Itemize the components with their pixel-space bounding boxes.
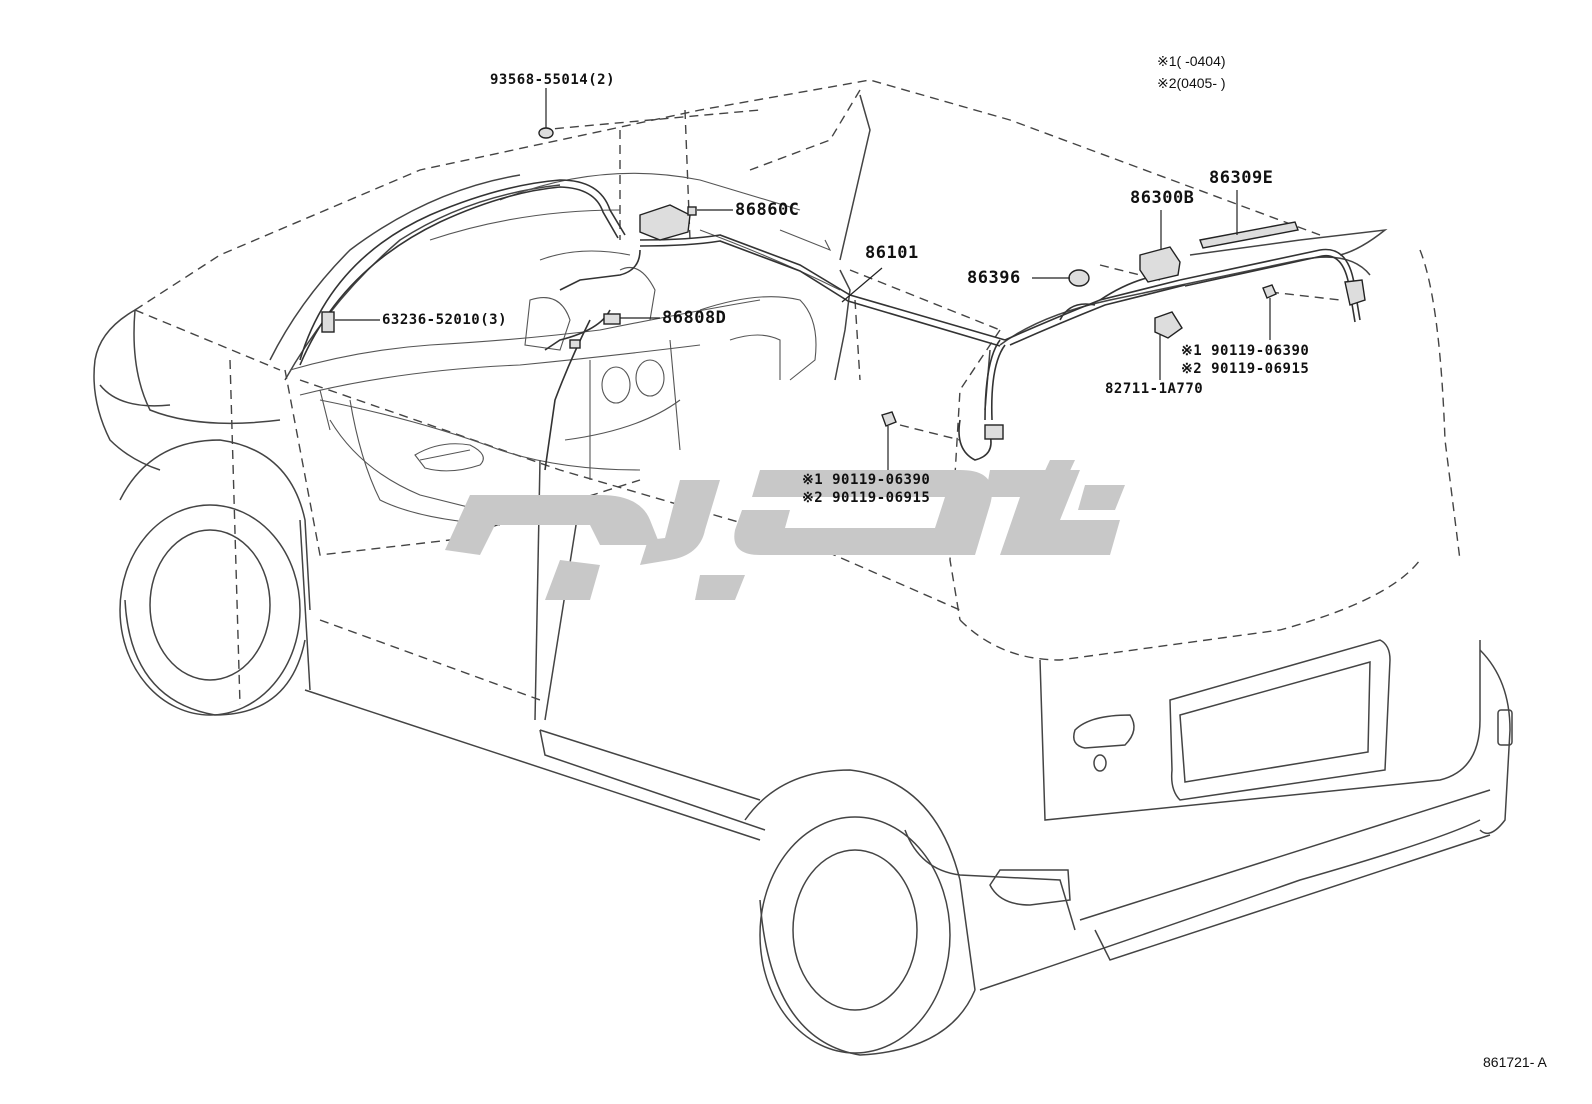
components [321, 127, 1366, 440]
part-label-86300b[interactable]: 86300B [1130, 188, 1195, 208]
part-label-86309e[interactable]: 86309E [1209, 168, 1274, 188]
amplifier-86860c-part [639, 204, 691, 241]
amplifier-connector-part [687, 206, 697, 216]
antenna-base-86300b-part [1139, 246, 1181, 283]
legend-line-2: ※2(0405- ) [1157, 75, 1226, 91]
antenna-rod-86309e-part [1199, 221, 1299, 249]
connector-small-part [569, 339, 581, 349]
part-label-93568[interactable]: 93568-55014(2) [490, 72, 616, 88]
part-label-mid-bolt-2[interactable]: ※2 90119-06915 [802, 490, 931, 506]
part-label-right-bolt-1[interactable]: ※1 90119-06390 [1181, 343, 1310, 359]
part-label-86860c[interactable]: 86860C [735, 200, 800, 220]
part-label-63236[interactable]: 63236-52010(3) [382, 312, 508, 328]
part-label-86396[interactable]: 86396 [967, 268, 1021, 288]
connector-82711-part [1154, 311, 1183, 339]
rear-connector-part [1344, 279, 1366, 306]
part-label-86101[interactable]: 86101 [865, 243, 919, 263]
part-label-82711[interactable]: 82711-1A770 [1105, 381, 1204, 397]
body-hidden-outline [134, 79, 1461, 706]
harness-connector-part [984, 424, 1004, 440]
interior-dashboard [289, 172, 841, 526]
part-label-right-bolt-2[interactable]: ※2 90119-06915 [1181, 361, 1310, 377]
part-label-mid-bolt-1[interactable]: ※1 90119-06390 [802, 472, 931, 488]
connector-86808d-part [603, 313, 621, 325]
body-solid-outline [93, 94, 1513, 1056]
clip-63236-part [321, 311, 335, 333]
grommet-86396-part [1068, 269, 1090, 287]
bolt-mid-part [881, 411, 897, 427]
watermark-logo [445, 460, 1125, 600]
bolt-right-part [1262, 284, 1277, 299]
clip-93568-part [538, 127, 554, 139]
diagram-id: 861721- A [1483, 1054, 1547, 1070]
leader-lines [335, 88, 1271, 470]
legend-line-1: ※1( -0404) [1157, 53, 1226, 69]
part-label-86808d[interactable]: 86808D [662, 308, 727, 328]
